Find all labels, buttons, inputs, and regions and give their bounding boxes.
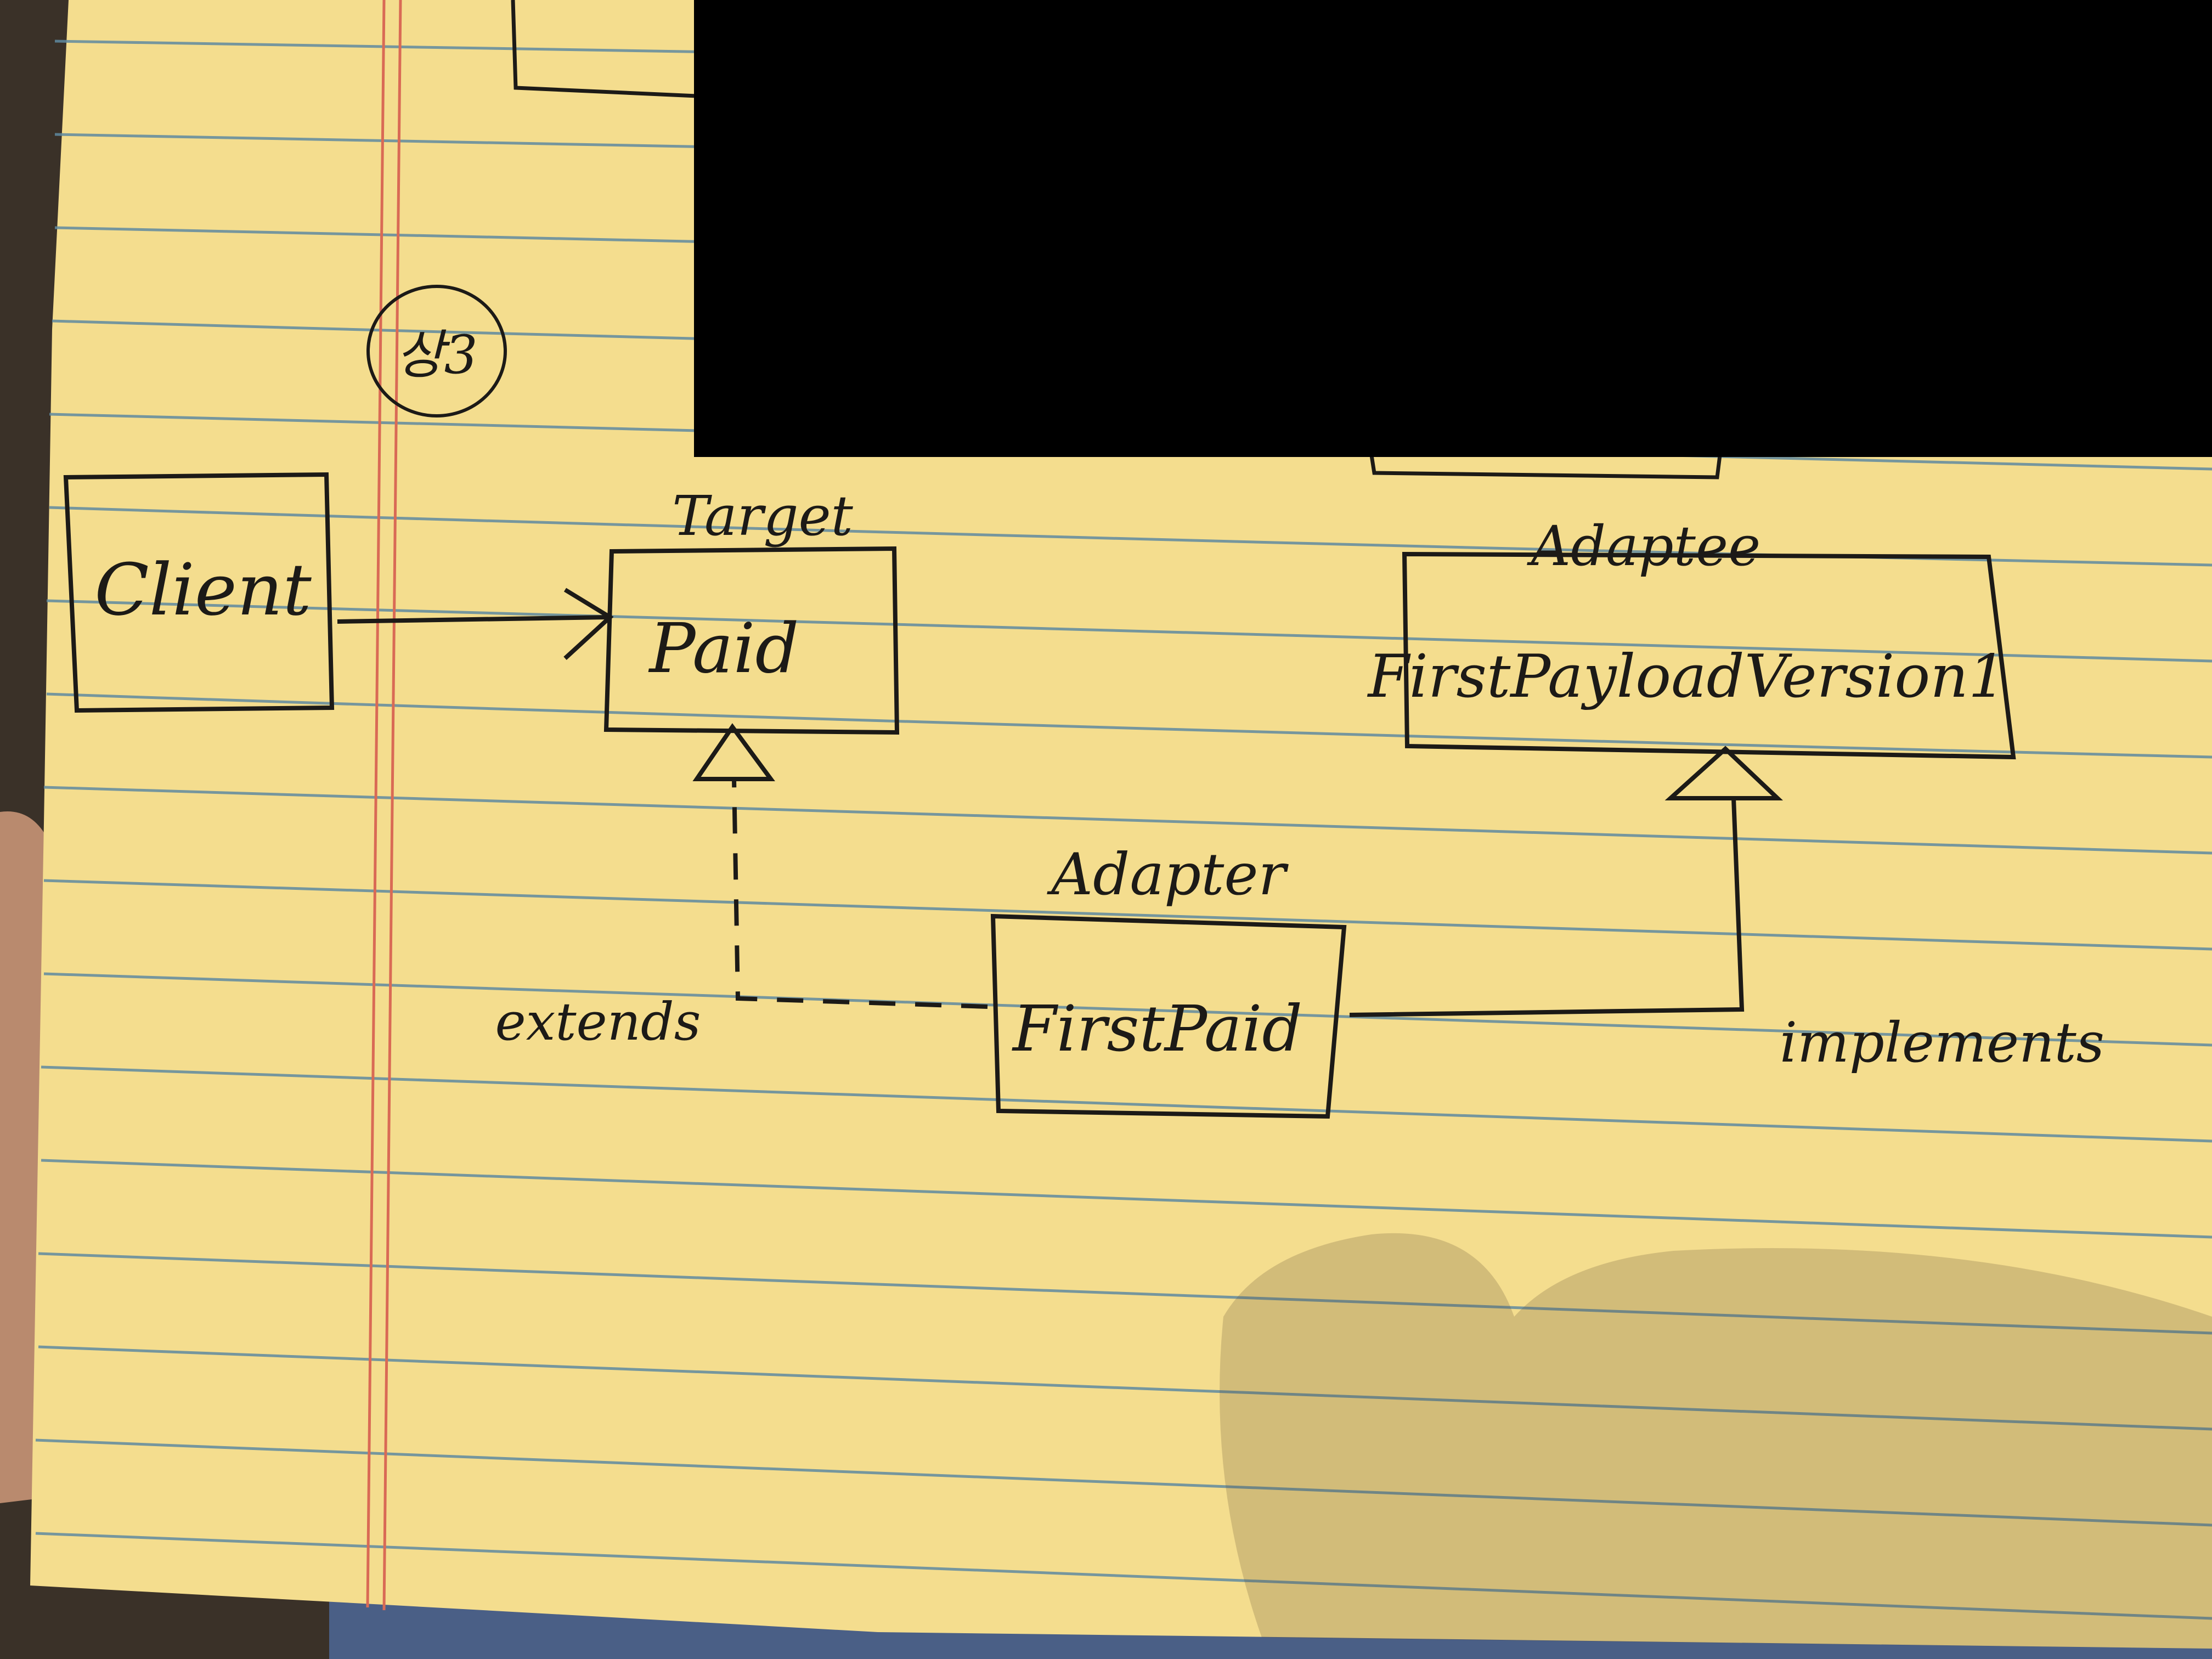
edge-adapter-extends-target — [692, 723, 988, 1009]
adapter-stereotype: Adapter — [1047, 841, 1289, 908]
extends-label: extends — [495, 992, 701, 1052]
edge-client-to-target — [337, 588, 614, 660]
target-stereotype: Target — [672, 484, 854, 548]
adaptee-box-outline — [1402, 551, 2016, 760]
previous-box-fragment-2 — [1369, 455, 1722, 479]
class-box-adapter: Adapter FirstPaid — [990, 841, 1347, 1119]
edge-adapter-implements-adaptee — [1349, 746, 1784, 1017]
target-box-outline — [603, 546, 900, 735]
adapter-box-outline — [990, 913, 1347, 1119]
hand-shadow — [1220, 1233, 2212, 1649]
previous-box-fragment — [511, 0, 697, 98]
class-box-client: Client — [63, 472, 335, 713]
class-box-adaptee: Adaptee FirstPayloadVersion1 — [1367, 514, 2016, 760]
target-label: Paid — [648, 609, 799, 689]
adaptee-stereotype: Adaptee — [1527, 514, 1760, 578]
client-label: Client — [94, 548, 312, 631]
page-stamp-text: 상3 — [396, 324, 477, 386]
implements-label: implements — [1780, 1011, 2104, 1075]
adaptee-label: FirstPayloadVersion1 — [1367, 642, 2006, 711]
page-stamp-circle — [366, 285, 507, 417]
adapter-label: FirstPaid — [1012, 992, 1302, 1066]
class-box-target: Target Paid — [603, 484, 900, 735]
client-box-outline — [63, 472, 335, 713]
redaction-block — [694, 0, 2212, 457]
